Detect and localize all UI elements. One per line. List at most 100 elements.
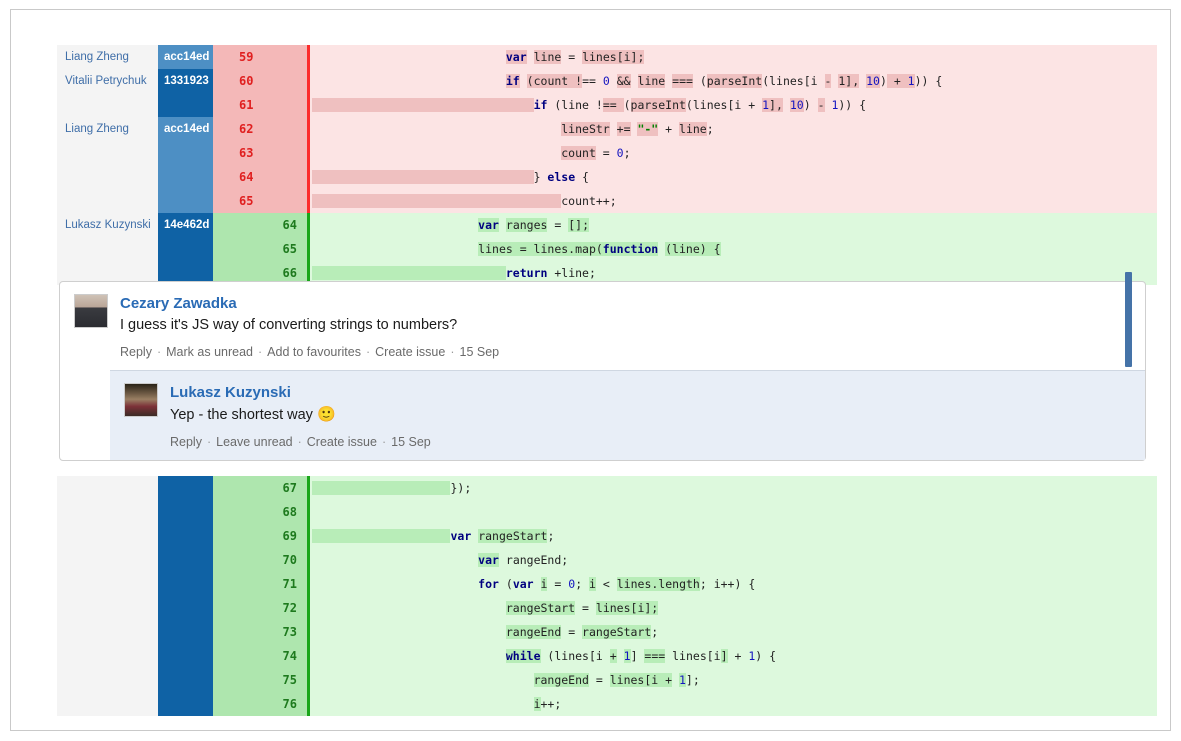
- reply-author-name[interactable]: Lukasz Kuzynski: [170, 384, 291, 401]
- diff-row[interactable]: 61 if (line !== (parseInt(lines[i + 1], …: [57, 93, 1157, 117]
- code-token: [312, 577, 478, 591]
- action-create-issue[interactable]: Create issue: [306, 435, 377, 449]
- diff-row[interactable]: 69 var rangeStart;: [57, 524, 1157, 548]
- diff-row[interactable]: 65 lines = lines.map(function (line) {: [57, 237, 1157, 261]
- code-token: [811, 98, 818, 112]
- diff-author-cell[interactable]: Liang Zheng: [57, 117, 158, 141]
- code-token: [312, 242, 478, 256]
- diff-author-cell: [57, 93, 158, 117]
- avatar[interactable]: [74, 294, 108, 328]
- diff-code-cell: var rangeStart;: [310, 524, 1157, 548]
- diff-line-number: 63: [213, 141, 310, 165]
- diff-row[interactable]: 72 rangeStart = lines[i];: [57, 596, 1157, 620]
- diff-commit-hash-cell: [158, 476, 213, 500]
- code-token: 1: [831, 98, 839, 112]
- diff-code-cell: lines = lines.map(function (line) {: [310, 237, 1157, 261]
- diff-commit-hash-cell: [158, 644, 213, 668]
- diff-row[interactable]: 65 count++;: [57, 189, 1157, 213]
- diff-row[interactable]: 71 for (var i = 0; i < lines.length; i++…: [57, 572, 1157, 596]
- action-leave-unread[interactable]: Leave unread: [216, 435, 293, 449]
- diff-commit-hash-cell[interactable]: acc14ed: [158, 45, 213, 69]
- diff-commit-hash-cell: [158, 668, 213, 692]
- code-token: [312, 218, 478, 232]
- code-token: ===: [644, 649, 666, 663]
- code-token: [312, 146, 561, 160]
- diff-row[interactable]: 73 rangeEnd = rangeStart;: [57, 620, 1157, 644]
- code-token: [312, 529, 451, 543]
- action-mark-as-unread[interactable]: Mark as unread: [166, 345, 253, 359]
- diff-row[interactable]: 63 count = 0;: [57, 141, 1157, 165]
- code-token: +: [727, 649, 749, 663]
- code-token: ++;: [595, 194, 617, 208]
- code-token: ==: [582, 74, 603, 88]
- code-token: [631, 74, 638, 88]
- diff-commit-hash-cell: [158, 620, 213, 644]
- diff-line-number: 65: [213, 189, 310, 213]
- diff-author-cell[interactable]: Lukasz Kuzynski: [57, 213, 158, 237]
- diff-code-cell: if (line !== (parseInt(lines[i + 1], 10)…: [310, 93, 1157, 117]
- diff-commit-hash-cell: [158, 500, 213, 524]
- diff-row[interactable]: 76 i++;: [57, 692, 1157, 716]
- action-add-to-favourites[interactable]: Add to favourites: [267, 345, 361, 359]
- diff-author-cell[interactable]: Vitalii Petrychuk: [57, 69, 158, 93]
- action-reply[interactable]: Reply: [120, 345, 152, 359]
- code-token: =: [561, 625, 583, 639]
- reply-body-text: Yep - the shortest way 🙂: [170, 404, 1131, 426]
- code-token: 1: [762, 98, 770, 112]
- code-token: (lines[i: [540, 649, 610, 663]
- diff-author-cell[interactable]: Liang Zheng: [57, 45, 158, 69]
- code-token: 10: [789, 98, 804, 112]
- diff-row[interactable]: 70 var rangeEnd;: [57, 548, 1157, 572]
- code-token: <: [595, 577, 617, 591]
- vertical-scrollbar-thumb[interactable]: [1125, 272, 1132, 367]
- diff-code-cell: var rangeEnd;: [310, 548, 1157, 572]
- code-token: lines[i +: [609, 673, 673, 687]
- code-token: }: [533, 170, 548, 184]
- code-token: [312, 50, 506, 64]
- comment-reply: Lukasz Kuzynski Yep - the shortest way 🙂…: [110, 370, 1145, 460]
- code-token: rangeEnd: [505, 553, 562, 567]
- diff-row[interactable]: 75 rangeEnd = lines[i + 1];: [57, 668, 1157, 692]
- diff-row[interactable]: 68: [57, 500, 1157, 524]
- diff-author-cell: [57, 620, 158, 644]
- code-token: return: [505, 266, 548, 280]
- code-token: lineStr: [561, 122, 610, 136]
- reply-timestamp: 15 Sep: [391, 435, 431, 449]
- diff-author-cell: [57, 572, 158, 596]
- action-create-issue[interactable]: Create issue: [375, 345, 446, 359]
- comment-actions: Reply·Mark as unread·Add to favourites·C…: [120, 345, 1131, 370]
- code-token: function: [602, 242, 659, 256]
- action-separator: ·: [156, 345, 162, 359]
- code-token: =: [547, 577, 569, 591]
- code-token: line: [679, 122, 707, 136]
- code-token: line: [533, 50, 562, 64]
- diff-line-number: 59: [213, 45, 310, 69]
- diff-commit-hash-cell[interactable]: acc14ed: [158, 117, 213, 141]
- diff-commit-hash-cell[interactable]: 14e462d: [158, 213, 213, 237]
- action-reply[interactable]: Reply: [170, 435, 202, 449]
- comment-root: Cezary Zawadka I guess it's JS way of co…: [60, 282, 1145, 370]
- diff-row[interactable]: 74 while (lines[i + 1] === lines[i] + 1)…: [57, 644, 1157, 668]
- diff-commit-hash-cell[interactable]: 1331923: [158, 69, 213, 93]
- code-token: (: [498, 577, 513, 591]
- code-token: ;: [706, 122, 714, 136]
- avatar[interactable]: [124, 383, 158, 417]
- code-token: if: [533, 98, 548, 112]
- diff-author-cell: [57, 524, 158, 548]
- reply-body-string: Yep - the shortest way: [170, 407, 317, 423]
- action-separator: ·: [206, 435, 212, 449]
- code-token: [312, 122, 561, 136]
- diff-row[interactable]: 67 });: [57, 476, 1157, 500]
- code-token: +=: [616, 122, 631, 136]
- diff-author-cell: [57, 644, 158, 668]
- code-token: ===: [672, 74, 693, 88]
- code-token: rangeStart: [478, 529, 548, 543]
- comment-author-name[interactable]: Cezary Zawadka: [120, 295, 237, 312]
- diff-row[interactable]: 64 } else {: [57, 165, 1157, 189]
- code-token: lines.length: [616, 577, 700, 591]
